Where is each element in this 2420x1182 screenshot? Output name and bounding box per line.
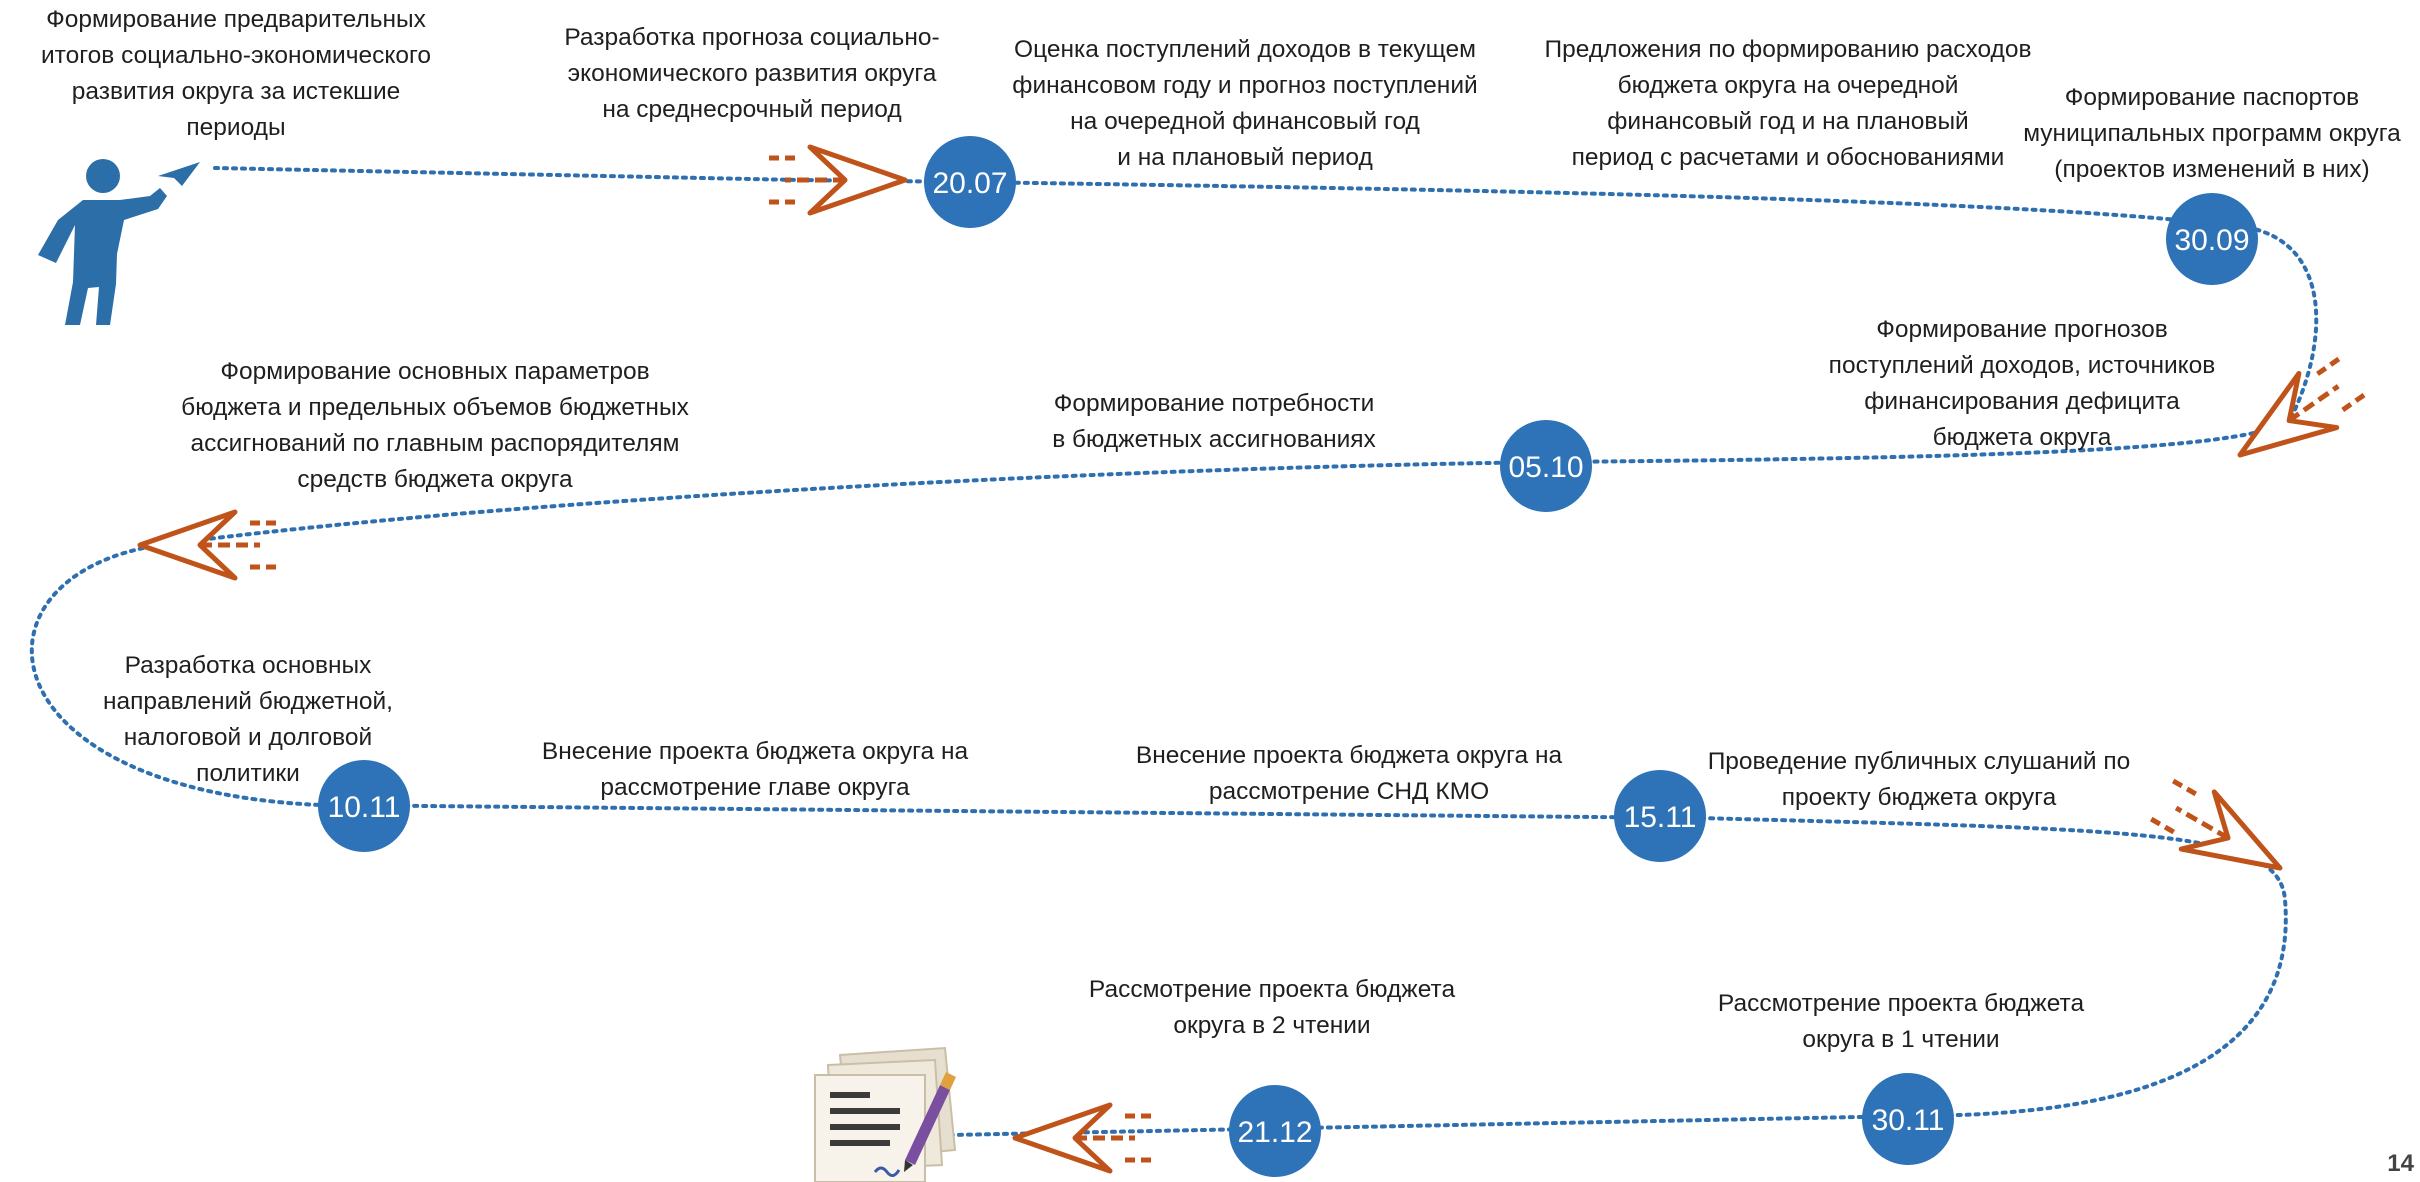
date-badge: 10.11 (318, 760, 410, 852)
svg-text:15.11: 15.11 (1624, 801, 1697, 834)
page-number: 14 (2387, 1150, 2414, 1177)
paper-plane-icon (2146, 776, 2283, 871)
date-badge: 20.07 (924, 136, 1016, 228)
svg-text:30.09: 30.09 (2174, 224, 2249, 257)
signed-documents-icon (814, 1046, 957, 1182)
date-badge: 21.12 (1229, 1085, 1321, 1177)
date-badge: 05.10 (1500, 420, 1592, 512)
paper-plane-icon (1012, 1102, 1155, 1174)
date-badge: 15.11 (1614, 770, 1706, 862)
paper-plane-icon (765, 144, 908, 216)
svg-text:05.10: 05.10 (1508, 451, 1583, 484)
svg-text:30.11: 30.11 (1872, 1104, 1945, 1137)
svg-text:21.12: 21.12 (1237, 1116, 1312, 1149)
date-badge: 30.11 (1862, 1073, 1954, 1165)
svg-text:20.07: 20.07 (932, 167, 1007, 200)
paper-plane-icon (137, 509, 280, 581)
date-badge: 30.09 (2166, 193, 2258, 285)
person-throwing-plane-icon (38, 159, 200, 325)
step-label: Разработка прогноза социально-экономичес… (564, 24, 940, 123)
svg-text:10.11: 10.11 (328, 791, 401, 824)
paper-plane-icon (2237, 354, 2369, 458)
